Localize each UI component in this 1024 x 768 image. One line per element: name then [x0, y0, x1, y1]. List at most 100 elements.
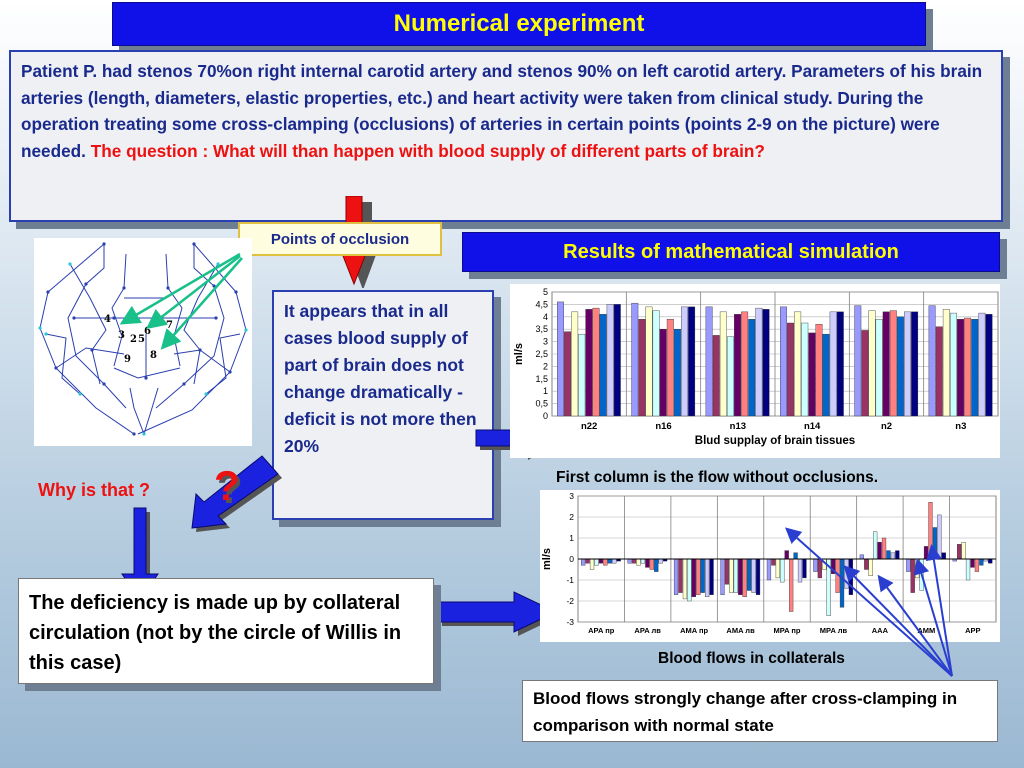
bar — [585, 309, 593, 417]
y-tick-label: 2 — [569, 512, 574, 522]
category-label: AAA — [872, 626, 889, 635]
caption-collaterals: Blood flows in collaterals — [658, 650, 845, 667]
bar — [571, 311, 579, 417]
point-label: 7 — [166, 320, 173, 331]
question-mark: ? — [214, 462, 240, 509]
bar — [964, 317, 972, 417]
bar — [928, 305, 936, 417]
category-label: n14 — [804, 421, 821, 432]
bar — [904, 311, 911, 417]
bar — [949, 312, 957, 417]
y-tick-label: 3 — [543, 337, 548, 347]
bar — [631, 302, 639, 417]
bar — [889, 310, 897, 417]
bar — [638, 319, 646, 417]
appears-text-box: It appears that in all cases blood suppl… — [272, 290, 494, 520]
y-tick-label: 2,5 — [535, 349, 548, 359]
bar — [875, 319, 883, 417]
bar — [613, 304, 621, 417]
category-label: AMM — [917, 626, 935, 635]
bar — [780, 306, 787, 417]
deficiency-text: The deficiency is made up by collateral … — [29, 592, 402, 674]
y-tick-label: -2 — [566, 596, 574, 606]
bar — [673, 329, 681, 417]
bar — [942, 309, 950, 417]
bar — [815, 324, 823, 417]
arrow-to-chart2 — [437, 591, 558, 633]
bar — [659, 329, 667, 417]
bar — [896, 316, 904, 417]
bar — [557, 301, 564, 417]
network-svg: 4 3 2 5 6 7 9 8 — [38, 242, 248, 436]
bar — [836, 311, 844, 417]
bar — [681, 306, 688, 417]
y-tick-label: 4 — [543, 312, 548, 322]
bar — [978, 312, 986, 417]
bar — [801, 322, 809, 417]
change-text: Blood flows strongly change after cross-… — [533, 689, 958, 735]
intro-question: The question : What will than happen wit… — [90, 140, 765, 161]
bar — [971, 319, 979, 417]
category-label: n22 — [581, 421, 597, 432]
bar — [808, 332, 816, 417]
bar — [935, 326, 943, 417]
intro-box: Patient P. had stenos 70%on right intern… — [9, 50, 1003, 222]
bar — [985, 314, 993, 417]
bar — [645, 306, 653, 417]
bar — [829, 311, 837, 417]
point-label: 8 — [150, 350, 157, 361]
caption-first-column: First column is the flow without occlusi… — [556, 469, 879, 486]
y-tick-label: 0,5 — [535, 399, 548, 409]
points-of-occlusion-label: Points of occlusion — [238, 222, 442, 256]
change-text-box: Blood flows strongly change after cross-… — [522, 680, 998, 742]
point-label: 6 — [144, 326, 151, 337]
point-label: 5 — [138, 334, 145, 345]
category-label: AMA лв — [726, 626, 755, 635]
bar — [755, 307, 763, 417]
category-label: MPA пр — [773, 626, 800, 635]
y-tick-label: 0 — [569, 554, 574, 564]
point-label: 2 — [130, 334, 137, 345]
bar — [666, 319, 674, 417]
y-tick-label: 2 — [543, 361, 548, 371]
bar — [748, 319, 756, 417]
bar — [726, 336, 734, 417]
slide-title: Numerical experiment — [112, 2, 926, 46]
bar — [578, 333, 586, 417]
y-axis-label: ml/s — [541, 548, 553, 570]
y-tick-label: 3,5 — [535, 324, 548, 334]
y-tick-label: 0 — [543, 411, 548, 421]
arterial-network-diagram: 4 3 2 5 6 7 9 8 — [34, 238, 252, 446]
y-tick-label: -1 — [566, 575, 574, 585]
bar — [822, 333, 830, 417]
category-label: APP — [965, 626, 980, 635]
category-label: n16 — [655, 421, 671, 432]
category-label: APA лв — [634, 626, 661, 635]
bar — [712, 335, 720, 417]
y-tick-label: 3 — [569, 491, 574, 501]
bar — [688, 306, 696, 417]
bar — [794, 311, 802, 417]
bar — [652, 310, 660, 417]
y-axis-label: ml/s — [513, 343, 525, 365]
category-label: n3 — [955, 421, 966, 432]
bar — [861, 330, 869, 417]
y-tick-label: 4,5 — [535, 299, 548, 309]
results-title: Results of mathematical simulation — [462, 232, 1000, 272]
intro-text: Patient P. had stenos 70%on right intern… — [21, 61, 983, 161]
bar — [606, 304, 614, 417]
deficiency-text-box: The deficiency is made up by collateral … — [18, 578, 434, 684]
appears-text: It appears that in all cases blood suppl… — [284, 301, 477, 456]
y-tick-label: -3 — [566, 617, 574, 627]
y-tick-label: 1 — [569, 533, 574, 543]
category-label: AMA пр — [680, 626, 708, 635]
bar — [734, 314, 741, 417]
category-label: MPA лв — [820, 626, 848, 635]
y-tick-label: 1 — [543, 386, 548, 396]
